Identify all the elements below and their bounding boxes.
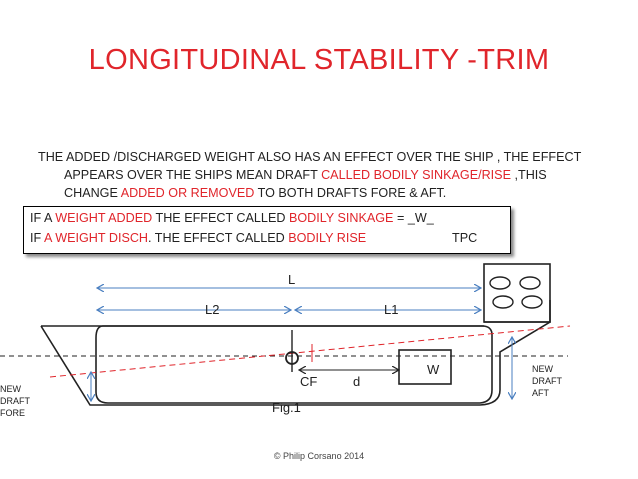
- para-highlight-added-removed: ADDED OR REMOVED: [120, 186, 255, 200]
- label-new-draft-fore-3: FORE: [0, 408, 25, 418]
- label-L2: L2: [205, 302, 219, 317]
- label-L: L: [288, 272, 295, 287]
- weight-box: [398, 349, 452, 385]
- box1-weight-added: WEIGHT ADDED: [55, 211, 153, 225]
- label-new-draft-fore-2: DRAFT: [0, 396, 30, 406]
- deckhouse: [483, 263, 551, 323]
- inner-hull: [95, 325, 493, 404]
- para-line-2: APPEARS OVER THE SHIPS MEAN DRAFT CALLED…: [38, 166, 613, 184]
- label-new-draft-fore-1: NEW: [0, 384, 22, 394]
- label-W: W: [427, 362, 440, 377]
- formula-line-2: IF A WEIGHT DISCH. THE EFFECT CALLED BOD…: [30, 231, 366, 245]
- box2-text-a: IF: [30, 231, 44, 245]
- para-line-2-end: ,THIS: [511, 168, 547, 182]
- formula-box: IF A WEIGHT ADDED THE EFFECT CALLED BODI…: [23, 206, 511, 254]
- box1-text-c: THE EFFECT CALLED: [152, 211, 289, 225]
- porthole-icon: [489, 276, 511, 290]
- formula-line-1: IF A WEIGHT ADDED THE EFFECT CALLED BODI…: [30, 211, 434, 225]
- para-line-3-end: TO BOTH DRAFTS FORE & AFT.: [254, 186, 447, 200]
- copyright-footer: © Philip Corsano 2014: [273, 451, 365, 461]
- label-L1: L1: [384, 302, 398, 317]
- cf-symbol-icon: [285, 351, 299, 365]
- intro-paragraph: THE ADDED /DISCHARGED WEIGHT ALSO HAS AN…: [38, 148, 613, 202]
- para-line-3: CHANGE ADDED OR REMOVED TO BOTH DRAFTS F…: [38, 184, 613, 202]
- porthole-icon: [492, 295, 514, 309]
- slide-title: LONGITUDINAL STABILITY -TRIM: [88, 44, 550, 76]
- porthole-icon: [521, 295, 543, 309]
- box1-equals-w: = _W_: [393, 211, 434, 225]
- label-d: d: [353, 374, 360, 389]
- box1-text-a: IF A: [30, 211, 56, 225]
- box2-bodily-rise: BODILY RISE: [288, 231, 367, 245]
- para-line-2-text: APPEARS OVER THE SHIPS MEAN DRAFT: [64, 168, 322, 182]
- label-new-draft-aft-3: AFT: [532, 388, 550, 398]
- para-line-3-text: CHANGE: [64, 186, 121, 200]
- label-new-draft-aft-2: DRAFT: [532, 376, 562, 386]
- box2-weight-disch: A WEIGHT DISCH: [44, 231, 149, 245]
- box1-bodily-sinkage: BODILY SINKAGE: [288, 211, 394, 225]
- label-CF: CF: [300, 374, 317, 389]
- porthole-icon: [519, 276, 541, 290]
- label-new-draft-aft-1: NEW: [532, 364, 554, 374]
- para-line-1: THE ADDED /DISCHARGED WEIGHT ALSO HAS AN…: [38, 150, 582, 164]
- para-highlight-bodily-sinkage-rise: CALLED BODILY SINKAGE/RISE: [321, 168, 511, 182]
- formula-tpc: TPC: [452, 231, 478, 245]
- box2-text-c: . THE EFFECT CALLED: [148, 231, 289, 245]
- new-trimmed-waterline: [49, 325, 571, 378]
- figure-caption: Fig.1: [272, 400, 301, 415]
